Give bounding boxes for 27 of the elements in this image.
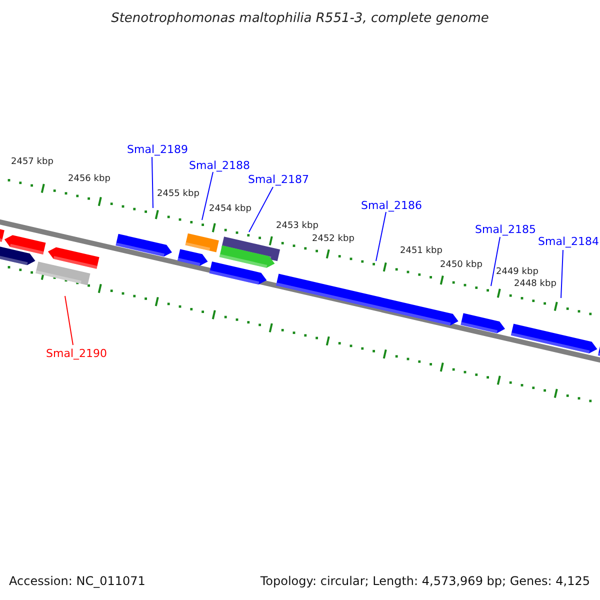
gene-name: Smal_2188 bbox=[189, 160, 250, 171]
leader-line bbox=[248, 186, 274, 232]
leader-line bbox=[560, 250, 564, 298]
scale-label: 2454 kbp bbox=[209, 205, 252, 214]
scale-label: 2450 kbp bbox=[440, 261, 482, 270]
scale-label: 2449 kbp bbox=[496, 268, 538, 277]
gene-name: Smal_2189 bbox=[127, 144, 188, 155]
genome-info: Topology: circular; Length: 4,573,969 bp; Genes: 4,125 bbox=[260, 575, 590, 587]
scale-label: 2455 kbp bbox=[157, 190, 200, 199]
scale-label: 2457 kbp bbox=[11, 158, 54, 167]
gene-name: Smal_2184 bbox=[538, 236, 599, 247]
gene-name: Smal_2187 bbox=[248, 174, 309, 185]
accession-label: Accession: NC_011071 bbox=[9, 575, 146, 587]
scale-label: 2452 kbp bbox=[312, 235, 354, 244]
gene-name: Smal_2190 bbox=[46, 348, 107, 359]
gene-name: Smal_2185 bbox=[475, 224, 536, 235]
leader-line bbox=[376, 212, 386, 262]
diagram-title: Stenotrophomonas maltophilia R551-3, complete genome bbox=[110, 12, 490, 25]
leader-line bbox=[490, 236, 500, 286]
gene-name: Smal_2186 bbox=[361, 200, 422, 211]
scale-label: 2456 kbp bbox=[68, 175, 110, 184]
scale-label: 2451 kbp bbox=[400, 247, 442, 256]
scale-label: 2453 kbp bbox=[276, 222, 318, 231]
leader-line bbox=[152, 156, 154, 208]
leader-line bbox=[202, 172, 214, 220]
leader-line bbox=[64, 296, 74, 346]
scale-label: 2448 kbp bbox=[514, 280, 556, 289]
